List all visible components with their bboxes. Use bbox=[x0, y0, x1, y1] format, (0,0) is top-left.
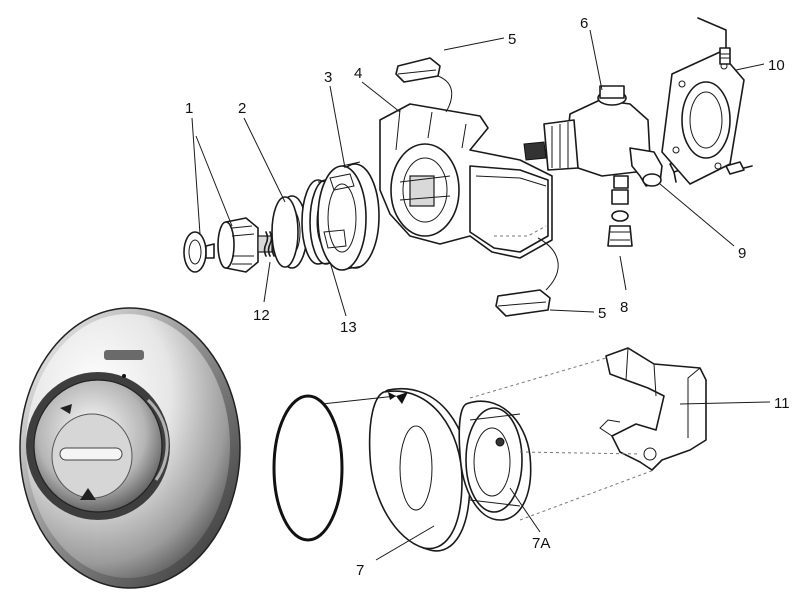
callout-3: 3 bbox=[324, 69, 332, 86]
part-6-valve bbox=[523, 85, 663, 189]
part-4-housing bbox=[379, 103, 553, 259]
callout-8: 8 bbox=[620, 299, 628, 316]
part-1-spindle-body bbox=[217, 217, 273, 273]
assembled-shower-valve bbox=[19, 307, 241, 589]
callout-labels: 1 2 3 4 5 5 6 7 7A 8 9 10 11 12 13 bbox=[185, 15, 790, 579]
assembly-dashed-lines bbox=[469, 357, 655, 521]
callout-5-top: 5 bbox=[508, 31, 516, 48]
callout-4: 4 bbox=[354, 65, 362, 82]
callout-1: 1 bbox=[185, 100, 193, 117]
callout-6: 6 bbox=[580, 15, 588, 32]
leader-lines-bottom bbox=[321, 392, 771, 561]
callout-9: 9 bbox=[738, 245, 746, 262]
callout-7: 7 bbox=[356, 562, 364, 579]
part-11-rear-bracket bbox=[599, 347, 707, 471]
part-7-cover-plate bbox=[368, 387, 471, 552]
brand-badge bbox=[104, 350, 144, 360]
callout-2: 2 bbox=[238, 100, 246, 117]
part-10-bracket bbox=[661, 17, 745, 185]
part-5-cap-bottom bbox=[495, 289, 551, 317]
part-7a-mounting-ring bbox=[458, 400, 532, 521]
o-ring bbox=[272, 394, 344, 542]
callout-10: 10 bbox=[768, 57, 785, 74]
callout-13: 13 bbox=[340, 319, 357, 336]
callout-7a: 7A bbox=[532, 535, 550, 552]
part-2-washer bbox=[271, 195, 308, 269]
callout-12: 12 bbox=[253, 307, 270, 324]
callout-11: 11 bbox=[774, 395, 790, 412]
callout-5-bottom: 5 bbox=[598, 305, 606, 322]
part-3-castellated-ring bbox=[317, 161, 380, 271]
leader-lines-top bbox=[191, 29, 765, 317]
part-1-knob-cap bbox=[183, 231, 215, 273]
knob-lever bbox=[59, 447, 123, 461]
part-5-cap-top bbox=[395, 57, 441, 83]
part-8-fittings bbox=[607, 189, 633, 247]
